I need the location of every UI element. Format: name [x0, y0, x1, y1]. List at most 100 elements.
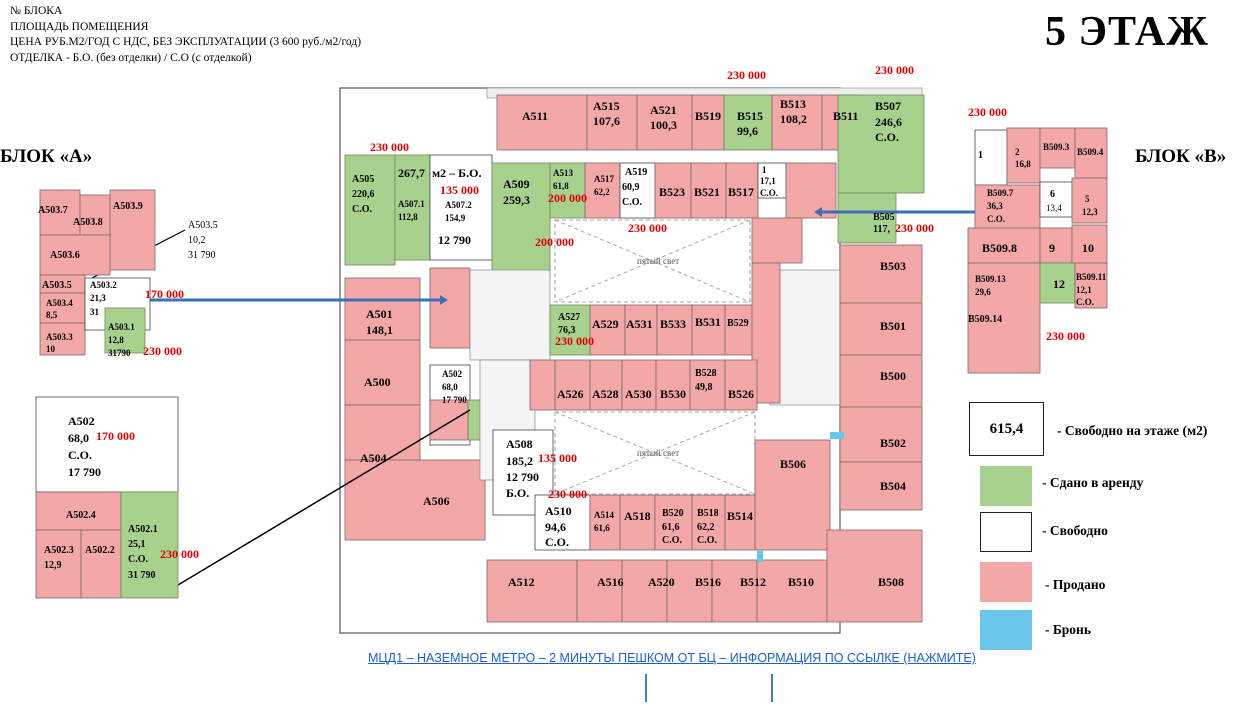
label-b509-14: B509.14	[968, 314, 1002, 325]
price-a509b: 200 000	[535, 235, 574, 249]
label-a505: A505	[352, 174, 374, 185]
label-a506: A506	[423, 494, 450, 508]
legend-sold-swatch	[980, 562, 1032, 602]
label-b509-11: B509.11	[1076, 272, 1107, 282]
legend-sold-label: - Продано	[1045, 577, 1106, 592]
unit-b510	[756, 559, 828, 623]
label-a507-2-price: 12 790	[438, 233, 471, 247]
header-line-finish: ОТДЕЛКА - Б.О. (без отделки) / С.О (с от…	[10, 51, 252, 64]
label-b508: B508	[878, 575, 904, 589]
label-a508: A508	[506, 437, 533, 451]
unit-a510	[534, 494, 591, 551]
legend-free-area-label: - Свободно на этаже (м2)	[1057, 423, 1208, 438]
unit-a524	[529, 359, 556, 411]
unit-b506	[754, 439, 831, 551]
unit-b-9	[1039, 227, 1073, 264]
header-line-block-number: № БЛОКА	[10, 5, 63, 17]
label-a502-price: 17 790	[442, 395, 467, 405]
unit-b531	[691, 304, 726, 356]
label-b512: B512	[740, 575, 766, 589]
label-a531: A531	[626, 317, 653, 331]
legend-rented-swatch	[980, 466, 1032, 506]
price-left-arrow: 170 000	[145, 287, 184, 301]
label-a501-area: 148,1	[366, 323, 393, 337]
label-b533: B533	[660, 317, 686, 331]
unit-a527	[549, 304, 591, 356]
divider-line-right	[771, 674, 773, 702]
label-b-10: 10	[1082, 241, 1094, 255]
label-a504: A504	[360, 451, 387, 465]
unit-b512	[711, 559, 758, 623]
price-light: 230 000	[628, 221, 667, 235]
unit-a503-6	[39, 234, 111, 276]
label-b528-area: 49,8	[695, 382, 713, 393]
legend-free-label: - Свободно	[1042, 523, 1108, 538]
unit-a526	[554, 359, 591, 411]
label-b528: B528	[695, 368, 717, 379]
label-b511: B511	[833, 109, 858, 123]
label-a507-2-note: м2 – Б.О.	[432, 166, 481, 180]
legend-free-area-box: 615,4	[969, 402, 1044, 456]
unit-b509-11	[1074, 262, 1108, 309]
label-a527-area: 76,3	[558, 325, 576, 336]
unit-a506	[344, 459, 486, 541]
inset-unit-a502-4	[35, 491, 122, 531]
label-a510: A510	[545, 504, 572, 518]
label-b515-area: 99,6	[737, 124, 758, 138]
unit-a521	[636, 94, 693, 151]
label-b-small-1: 1	[762, 165, 767, 175]
label-a507-1-big: 267,7	[398, 166, 425, 180]
unit-a504	[344, 404, 421, 461]
label-b-small-fin: С.О.	[760, 188, 778, 198]
label-b509-8: B509.8	[982, 241, 1017, 255]
unit-b509-7	[974, 184, 1041, 231]
unit-b502	[839, 406, 923, 463]
label-b506: B506	[780, 457, 806, 471]
unit-a515	[586, 94, 638, 151]
metro-info-link[interactable]: МЦД1 – НАЗЕМНОЕ МЕТРО – 2 МИНУТЫ ПЕШКОМ …	[368, 651, 976, 665]
label-b509-7-area: 36,3	[987, 201, 1003, 211]
unit-a529	[589, 304, 626, 356]
unit-b508	[826, 529, 923, 623]
label-b513-area: 108,2	[780, 112, 807, 126]
unit-b-corridor-small	[751, 217, 803, 264]
unit-b518	[691, 494, 726, 551]
unit-b-1	[974, 129, 1008, 186]
unit-b516	[666, 559, 713, 623]
unit-a500	[344, 339, 421, 406]
label-b529: B529	[727, 318, 749, 329]
label-a513: A513	[553, 168, 573, 178]
header-line-price: ЦЕНА РУБ.М2/ГОД С НДС, БЕЗ ЭКСПЛУАТАЦИИ …	[10, 36, 362, 48]
price-a508: 135 000	[538, 451, 577, 465]
unit-b-small-group	[785, 162, 837, 219]
label-a518: A518	[624, 509, 651, 523]
price-a510: 230 000	[548, 487, 587, 501]
label-a503-3: A503.3	[46, 332, 73, 342]
unit-a517	[584, 162, 621, 219]
label-b520: B520	[662, 508, 684, 519]
unit-a516	[576, 559, 623, 623]
unit-a511	[496, 94, 588, 151]
label-b518-fin: С.О.	[697, 535, 718, 546]
price-a509: 200 000	[548, 191, 587, 205]
label-a500: A500	[364, 375, 391, 389]
price-a507: 135 000	[440, 183, 479, 197]
inset-unit-a502-3	[35, 529, 82, 599]
label-a514: A514	[594, 510, 614, 520]
unit-b504	[839, 461, 923, 511]
inset-label-a502-1-area: 25,1	[128, 539, 146, 550]
label-b-5: 5	[1085, 194, 1090, 204]
label-a527: A527	[558, 312, 580, 323]
label-b-12: 12	[1053, 277, 1065, 291]
label-a505-fin: С.О.	[352, 204, 373, 215]
unit-b514	[724, 494, 756, 551]
unit-b-6	[1039, 181, 1073, 218]
unit-a503-3	[39, 322, 86, 356]
label-a508-area: 185,2	[506, 454, 533, 468]
label-a516: A516	[597, 575, 624, 589]
price-top-a: 230 000	[727, 68, 766, 82]
reserved-marker-b502	[830, 432, 844, 439]
label-a509: A509	[503, 177, 530, 191]
label-b505-area: 117,	[873, 224, 890, 235]
price-a527: 230 000	[555, 334, 594, 348]
